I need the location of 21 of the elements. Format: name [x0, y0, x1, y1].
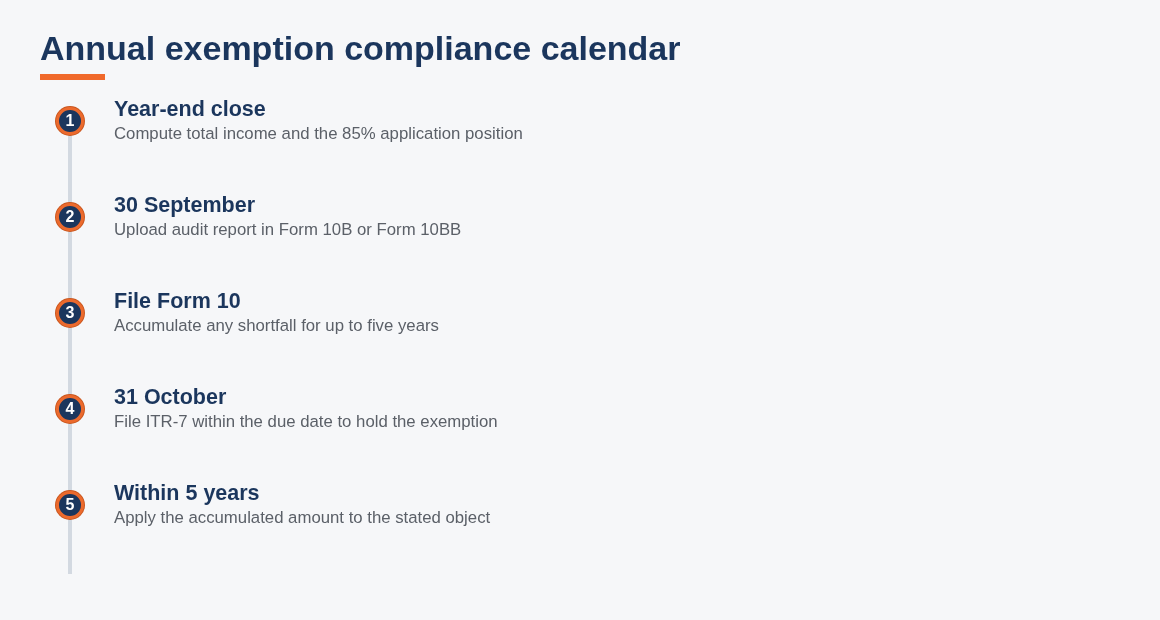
timeline-line	[68, 519, 72, 574]
step-description: File ITR-7 within the due date to hold the exemption	[114, 412, 498, 432]
step-description: Upload audit report in Form 10B or Form 10BB	[114, 220, 462, 240]
timeline-line	[68, 327, 72, 395]
step-description: Compute total income and the 85% application position	[114, 124, 523, 144]
step-number-marker: 2	[56, 203, 84, 231]
step-number-marker: 4	[56, 395, 84, 423]
page-title: Annual exemption compliance calendar	[40, 28, 681, 68]
step-number-marker: 5	[56, 491, 84, 519]
step-number-marker: 1	[56, 107, 84, 135]
step-description: Apply the accumulated amount to the stated object	[114, 508, 491, 528]
step-heading: File Form 10	[114, 289, 241, 313]
step-heading: 31 October	[114, 385, 227, 409]
step-number-marker: 3	[56, 299, 84, 327]
step-heading: Year-end close	[114, 97, 266, 121]
timeline-line	[68, 231, 72, 299]
timeline-line	[68, 135, 72, 203]
step-description: Accumulate any shortfall for up to five years	[114, 316, 439, 336]
timeline-line	[68, 423, 72, 491]
step-heading: Within 5 years	[114, 481, 260, 505]
step-heading: 30 September	[114, 193, 255, 217]
